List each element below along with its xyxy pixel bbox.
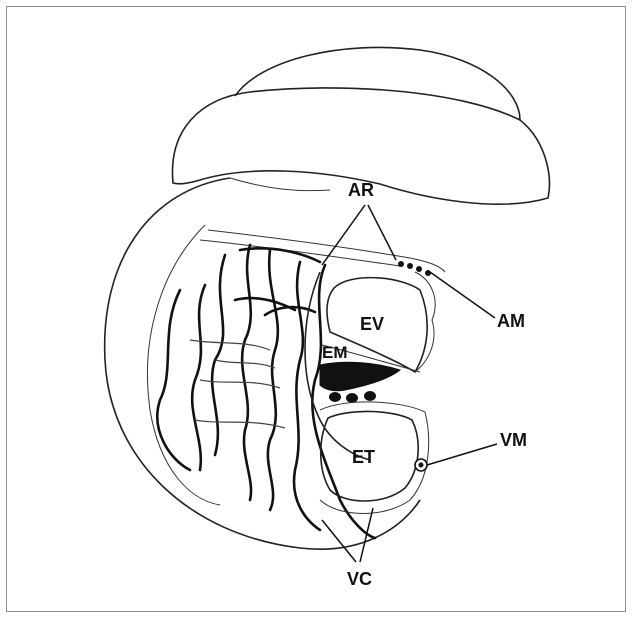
label-et: ET <box>352 447 375 467</box>
am-leader <box>430 272 495 318</box>
vascular-network <box>157 245 375 538</box>
label-ev: EV <box>360 314 384 334</box>
em-lumps <box>329 391 376 403</box>
vm-marker-dot <box>419 463 424 468</box>
label-vm: VM <box>500 430 527 450</box>
atrial-muscle-dots <box>398 261 431 276</box>
label-vc: VC <box>347 569 372 589</box>
atrial-fringe <box>415 272 435 372</box>
label-am: AM <box>497 311 525 331</box>
head-cap-rim <box>230 178 330 191</box>
label-ar: AR <box>348 180 374 200</box>
vc-leader-left <box>322 520 356 562</box>
ar-leader-left <box>322 205 365 265</box>
inner-rim-outline <box>147 225 220 505</box>
em-region <box>320 362 400 390</box>
vm-leader <box>427 444 497 465</box>
label-em: EM <box>322 343 348 362</box>
head-cap-upper <box>235 47 520 120</box>
